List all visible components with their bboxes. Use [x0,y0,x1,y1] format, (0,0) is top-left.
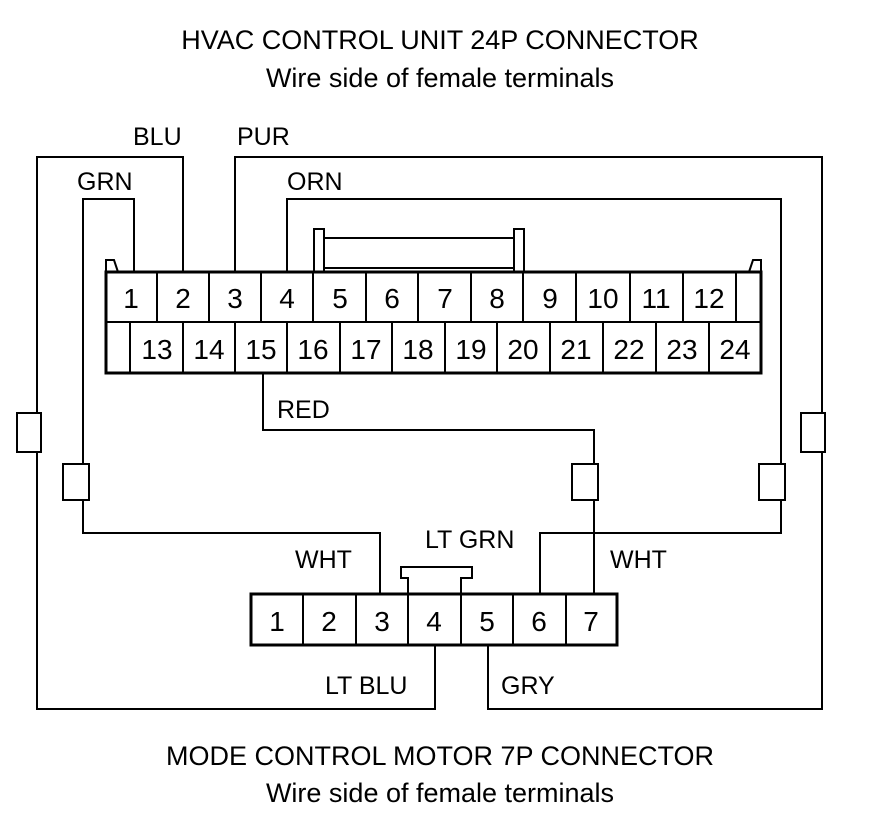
hvac-pin-label: 23 [666,334,697,365]
wire-label-red: RED [277,396,330,424]
hvac-connector-title: HVAC CONTROL UNIT 24P CONNECTOR [181,25,699,55]
wire-label-orn: ORN [287,168,343,196]
hvac-pin-label: 12 [693,283,724,314]
motor-pin-label: 2 [321,606,337,637]
wire-lt-blu [36,452,436,710]
inline-connector-red [571,463,599,501]
wire-lt-grn [539,500,782,594]
motor-pin-row: 1 2 3 4 5 6 7 [269,606,599,637]
motor-connector-subtitle: Wire side of female terminals [265,778,615,808]
wire-blu [36,156,184,413]
hvac-pin-label: 9 [542,283,558,314]
hvac-pin-label: 18 [402,334,433,365]
wire-wht-left [82,500,381,594]
motor-pin-label: 1 [269,606,285,637]
inline-connector-pur [800,412,826,453]
motor-pin-label: 3 [374,606,390,637]
hvac-locking-tab [313,228,525,273]
motor-cell-dividers [302,594,567,645]
wire-gry [487,452,823,710]
hvac-pin-label: 6 [384,283,400,314]
wire-orn [286,198,782,464]
hvac-pin-label: 15 [245,334,276,365]
motor-pin-label: 6 [531,606,547,637]
wire-label-gry: GRY [501,672,555,700]
hvac-cell-dividers [129,272,737,373]
hvac-pin-label: 24 [719,334,750,365]
hvac-pin-label: 17 [350,334,381,365]
hvac-right-notch [748,259,762,273]
hvac-pin-label: 4 [279,283,295,314]
hvac-bottom-pin-row: 13 14 15 16 17 18 19 20 21 22 23 24 [141,334,750,365]
wire-label-blu: BLU [133,123,182,151]
hvac-pin-label: 14 [193,334,224,365]
wire-label-wht-right: WHT [610,546,667,574]
hvac-pin-label: 22 [613,334,644,365]
hvac-top-pin-row: 1 2 3 4 5 6 7 8 9 10 11 12 [123,283,724,314]
hvac-pin-label: 7 [437,283,453,314]
hvac-pin-label: 16 [297,334,328,365]
hvac-pin-label: 19 [455,334,486,365]
motor-pin-label: 7 [583,606,599,637]
wire-label-pur: PUR [237,123,290,151]
hvac-left-notch [105,259,119,273]
wire-label-wht-left: WHT [295,546,352,574]
inline-connector-blu [16,412,42,453]
hvac-pin-label: 11 [641,283,670,314]
wire-label-grn: GRN [77,168,133,196]
wire-label-lt-grn: LT GRN [425,526,514,554]
inline-connector-grn [62,463,90,501]
hvac-pin-label: 10 [587,283,618,314]
wire-pur [234,156,823,413]
motor-pin-label: 4 [426,606,442,637]
motor-connector-title: MODE CONTROL MOTOR 7P CONNECTOR [165,741,715,771]
hvac-pin-label: 5 [332,283,348,314]
hvac-pin-label: 3 [227,283,243,314]
hvac-pin-label: 1 [123,283,139,314]
inline-connector-orn [758,463,786,501]
hvac-pin-label: 2 [175,283,191,314]
hvac-pin-label: 21 [560,334,591,365]
hvac-connector-subtitle: Wire side of female terminals [265,63,615,93]
wire-label-lt-blu: LT BLU [325,672,407,700]
hvac-pin-label: 13 [141,334,172,365]
hvac-pin-label: 20 [507,334,538,365]
hvac-pin-label: 8 [489,283,505,314]
motor-locking-tab [400,566,473,594]
wire-grn [82,198,135,464]
motor-pin-label: 5 [479,606,495,637]
wire-red [262,373,595,464]
